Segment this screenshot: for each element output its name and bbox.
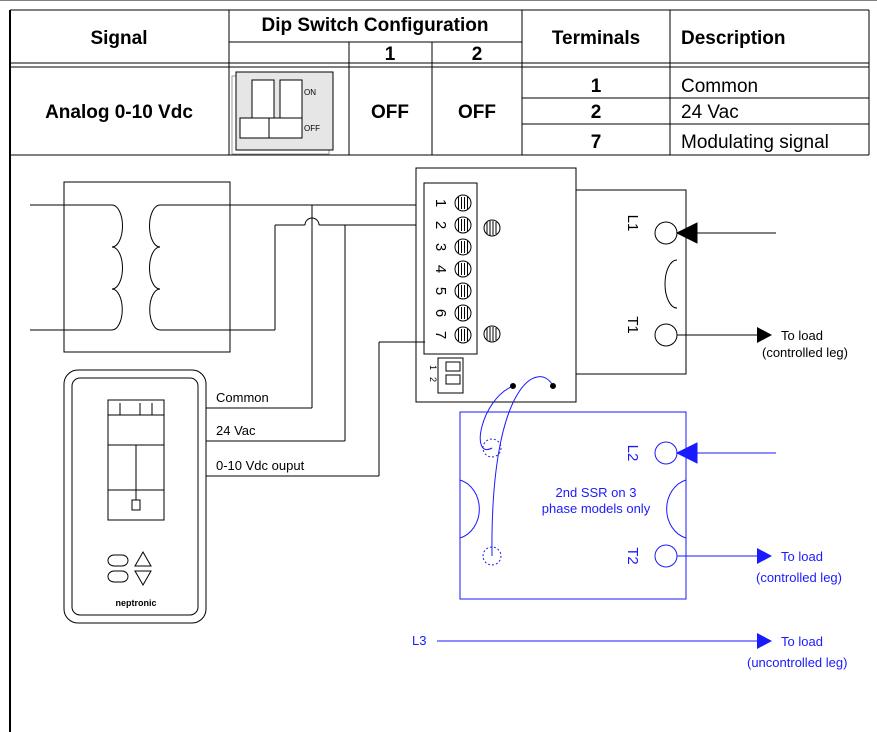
desc-24vac: 24 Vac: [681, 102, 739, 123]
t2-arrow: [757, 548, 772, 564]
t2-leg: (controlled leg): [756, 570, 842, 585]
thermostat-brand: neptronic: [115, 598, 156, 608]
dip-switch-icon: [231, 71, 334, 155]
t1-leg: (controlled leg): [762, 345, 848, 360]
dip1-state: OFF: [371, 102, 409, 123]
wire-common-label: Common: [216, 390, 269, 405]
terminal-number-1: 1: [432, 199, 449, 207]
header-dip-2: 2: [472, 44, 483, 65]
ssr-1-mount-screws: [483, 219, 501, 343]
terminal-screw: [454, 282, 472, 300]
t1-to-load: To load: [781, 328, 823, 343]
transformer-wires: [230, 204, 425, 331]
wire-signal-label: 0-10 Vdc ouput: [216, 458, 305, 473]
ssr-2-body: [459, 411, 776, 600]
ssr-1-terminals: [654, 221, 698, 347]
row-signal: Analog 0-10 Vdc: [45, 102, 193, 123]
ssr-2-jumpers: [479, 376, 556, 557]
t2-to-load: To load: [781, 549, 823, 564]
terminal-screw: [454, 304, 472, 322]
desc-modulating: Modulating signal: [681, 132, 829, 153]
terminal-number-4: 4: [432, 265, 449, 273]
ssr-dip-label-1: 1: [428, 365, 438, 370]
terminal-1: 1: [591, 76, 602, 97]
dip2-state: OFF: [458, 102, 496, 123]
ssr2-note-line2: phase models only: [542, 501, 651, 516]
terminal-number-7: 7: [432, 331, 449, 339]
l3-arrow: [757, 633, 772, 649]
terminal-screw: [454, 238, 472, 256]
terminal-screws: 1 2 3 4 5 6 7: [432, 194, 472, 344]
ssr-dip-label-2: 2: [428, 377, 438, 382]
header-signal: Signal: [90, 28, 147, 49]
thermostat-wires: [206, 205, 425, 477]
l3-leg: (uncontrolled leg): [747, 655, 847, 670]
wire-24vac-label: 24 Vac: [216, 423, 256, 438]
terminal-2: 2: [591, 102, 602, 123]
terminal-screw: [454, 216, 472, 234]
terminal-screw: [454, 326, 472, 344]
terminal-screw: [454, 260, 472, 278]
l2-label: L2: [624, 445, 641, 462]
terminal-number-6: 6: [432, 309, 449, 317]
terminal-7: 7: [591, 132, 602, 153]
terminal-number-3: 3: [432, 243, 449, 251]
dip-on-label: ON: [304, 88, 316, 97]
ssr2-note-line1: 2nd SSR on 3: [556, 485, 637, 500]
header-dip-config: Dip Switch Configuration: [262, 15, 489, 36]
t2-label: T2: [624, 547, 641, 565]
dip-off-label: OFF: [304, 124, 320, 133]
header-description: Description: [681, 28, 786, 49]
thermostat: [63, 369, 207, 624]
terminal-number-2: 2: [432, 221, 449, 229]
l3-label: L3: [412, 633, 426, 648]
header-terminals: Terminals: [552, 28, 640, 49]
l3-to-load: To load: [781, 634, 823, 649]
transformer: [30, 181, 231, 353]
terminal-screw: [454, 194, 472, 212]
l1-label: L1: [624, 215, 641, 232]
t1-arrow: [757, 327, 772, 343]
ssr-dip-switch: [437, 357, 464, 394]
t1-label: T1: [624, 316, 641, 334]
header-dip-1: 1: [385, 44, 396, 65]
desc-common: Common: [681, 76, 758, 97]
terminal-number-5: 5: [432, 287, 449, 295]
